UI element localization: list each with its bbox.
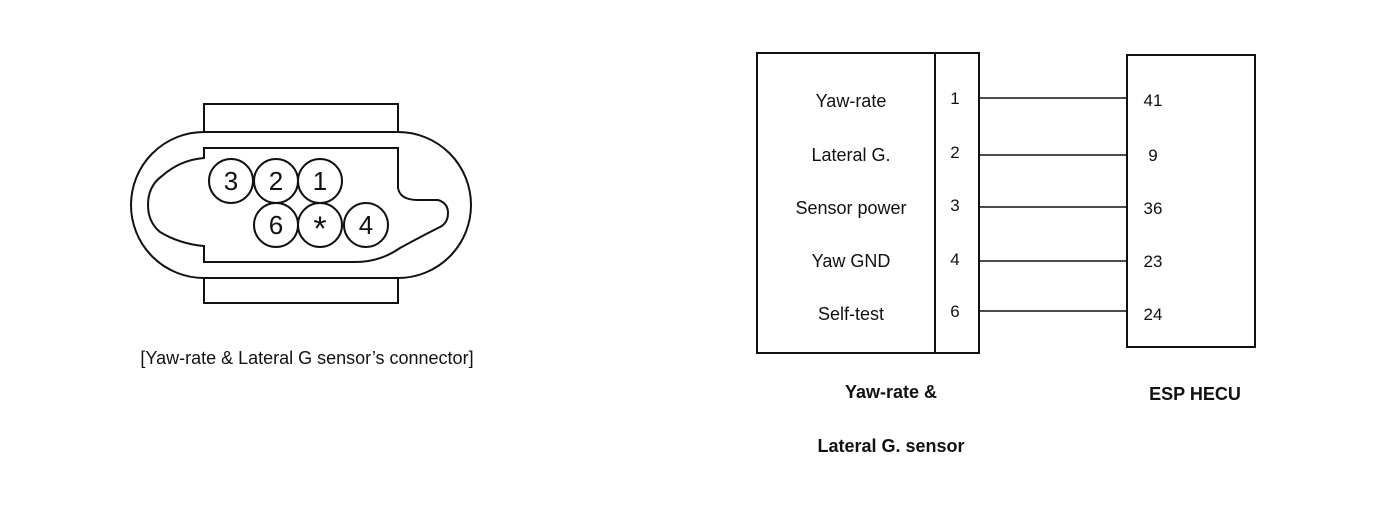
connector-bottom-tab bbox=[203, 278, 399, 304]
pin-label-2: 2 bbox=[269, 166, 283, 196]
pin-label-3: 3 bbox=[224, 166, 238, 196]
pin-circle-blank bbox=[297, 202, 343, 248]
hecu-box bbox=[1126, 54, 1256, 348]
signal-name: Sensor power bbox=[795, 198, 906, 218]
signal-names: Yaw-rate Lateral G. Sensor power Yaw GND… bbox=[795, 91, 906, 324]
wires bbox=[979, 97, 1127, 312]
pin-label-4: 4 bbox=[359, 210, 373, 240]
signal-name: Lateral G. bbox=[811, 145, 890, 165]
hecu-terminal-number: 9 bbox=[1148, 146, 1157, 165]
hecu-terminal-number: 41 bbox=[1144, 91, 1163, 110]
sensor-box bbox=[756, 52, 980, 354]
pin-label-1: 1 bbox=[313, 166, 327, 196]
sensor-caption-line1: Yaw-rate & bbox=[845, 382, 937, 402]
signal-name: Yaw-rate bbox=[816, 91, 887, 111]
sensor-pin-number: 6 bbox=[950, 302, 959, 321]
hecu-terminal-number: 23 bbox=[1144, 252, 1163, 271]
connector-top-tab bbox=[203, 103, 399, 132]
signal-name: Yaw GND bbox=[812, 251, 891, 271]
hecu-caption: ESP HECU bbox=[1149, 384, 1241, 404]
sensor-caption-line2: Lateral G. sensor bbox=[817, 436, 964, 456]
pin-label-6: 6 bbox=[269, 210, 283, 240]
connector-housing bbox=[130, 131, 472, 279]
sensor-pin-numbers: 1 2 3 4 6 bbox=[950, 89, 959, 321]
pin-circle-4 bbox=[343, 202, 389, 248]
connector-pin-labels: 3 2 1 6 * 4 bbox=[224, 166, 373, 248]
sensor-pin-number: 3 bbox=[950, 196, 959, 215]
sensor-pin-number: 2 bbox=[950, 143, 959, 162]
connector-drawing bbox=[130, 103, 472, 304]
hecu-terminal-number: 36 bbox=[1144, 199, 1163, 218]
sensor-pin-number: 4 bbox=[950, 250, 959, 269]
connector-caption: [Yaw-rate & Lateral G sensor’s connector… bbox=[140, 348, 473, 368]
signal-name: Self-test bbox=[818, 304, 884, 324]
connector-inner-contour bbox=[146, 147, 450, 263]
pin-label-blank: * bbox=[313, 210, 326, 248]
hecu-terminals: 41 9 36 23 24 bbox=[1144, 91, 1163, 324]
sensor-pin-number: 1 bbox=[950, 89, 959, 108]
hecu-terminal-number: 24 bbox=[1144, 305, 1163, 324]
